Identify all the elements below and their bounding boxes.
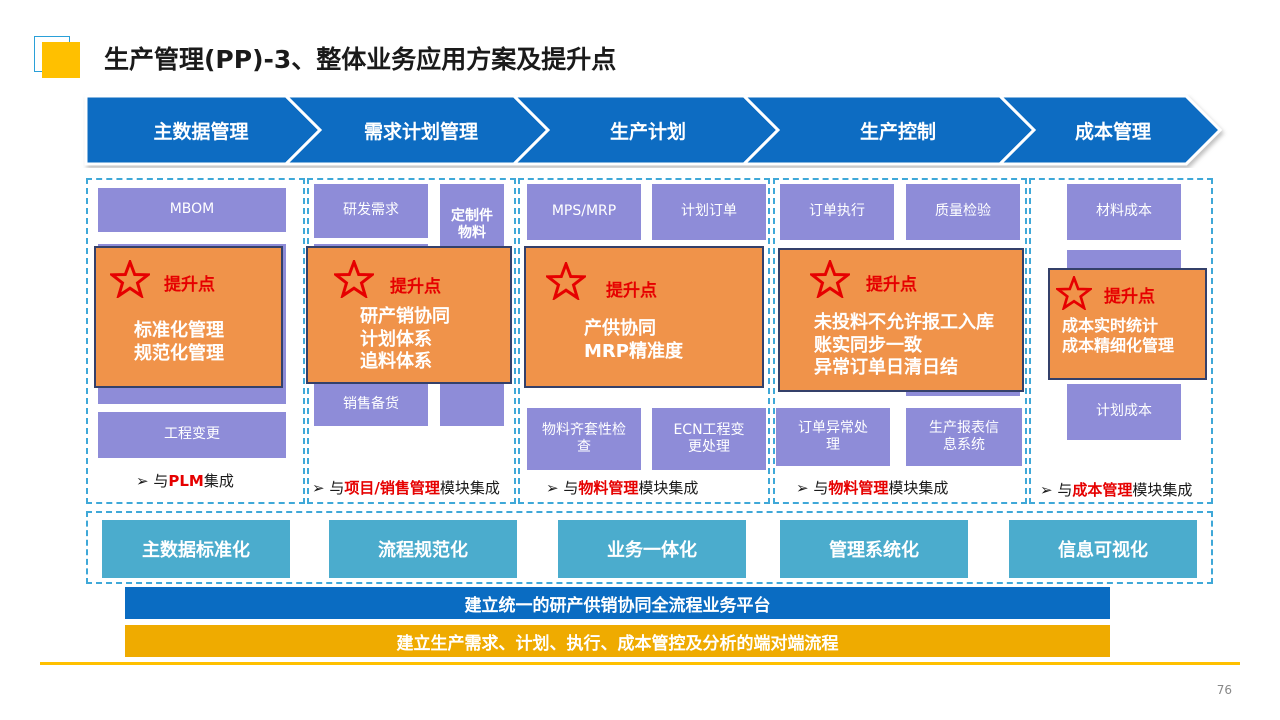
foundation-box-management-systematization: 管理系统化 xyxy=(780,520,968,578)
integration-note-master-data: ➢ 与PLM集成 xyxy=(136,472,234,490)
chevron-shape-5 xyxy=(996,94,1223,166)
process-box-material-kit-check: 物料齐套性检查 xyxy=(527,408,641,470)
bullet-arrow-icon: ➢ xyxy=(796,479,814,497)
star-icon xyxy=(810,260,850,298)
star-icon xyxy=(334,260,374,298)
bullet-arrow-icon: ➢ xyxy=(546,479,564,497)
improvement-lines: 产供协同 MRP精准度 xyxy=(584,318,683,363)
improvement-line: 未投料不允许报工入库 xyxy=(814,312,994,333)
process-box-sales-stock: 销售备货 xyxy=(314,384,428,426)
improvement-lines: 成本实时统计 成本精细化管理 xyxy=(1062,316,1174,356)
star-icon xyxy=(1056,276,1092,310)
column-frame-production-control xyxy=(773,178,1027,504)
page-number: 76 xyxy=(1216,683,1232,697)
highlight-card-production-planning: 提升点 产供协同 MRP精准度 xyxy=(524,246,764,388)
process-box-ecn-change: ECN工程变更处理 xyxy=(652,408,766,470)
integration-note-production-control: ➢ 与物料管理模块集成 xyxy=(796,479,949,497)
highlight-card-demand-planning: 提升点 研产销协同 计划体系 追料体系 xyxy=(306,246,512,384)
improvement-line: 成本精细化管理 xyxy=(1062,336,1175,355)
bullet-arrow-icon: ➢ xyxy=(1040,481,1058,499)
page-title: 生产管理(PP)-3、整体业务应用方案及提升点 xyxy=(104,45,617,74)
foundation-box-process-normalization: 流程规范化 xyxy=(329,520,517,578)
process-box-mps-mrp: MPS/MRP xyxy=(527,184,641,240)
improvement-tag: 提升点 xyxy=(1104,287,1155,307)
improvement-line: 研产销协同 xyxy=(360,306,450,327)
process-box-planned-cost: 计划成本 xyxy=(1067,384,1181,440)
bullet-arrow-icon: ➢ xyxy=(312,479,330,497)
improvement-tag: 提升点 xyxy=(390,277,441,297)
integration-note-production-planning: ➢ 与物料管理模块集成 xyxy=(546,479,699,497)
column-frame-master-data xyxy=(86,178,305,504)
process-box-quality-inspection: 质量检验 xyxy=(906,184,1020,240)
star-icon xyxy=(546,262,586,300)
column-frame-cost-management xyxy=(1029,178,1213,504)
summary-bar-platform: 建立统一的研产供销协同全流程业务平台 xyxy=(125,587,1110,619)
summary-bar-end-to-end: 建立生产需求、计划、执行、成本管控及分析的端对端流程 xyxy=(125,625,1110,657)
process-box-order-execution: 订单执行 xyxy=(780,184,894,240)
improvement-line: MRP精准度 xyxy=(584,340,683,362)
improvement-line: 成本实时统计 xyxy=(1062,316,1159,335)
improvement-line: 规范化管理 xyxy=(134,342,224,364)
foundation-box-business-integration: 业务一体化 xyxy=(558,520,746,578)
improvement-line: 追料体系 xyxy=(360,351,432,372)
integration-note-demand-planning: ➢ 与项目/销售管理模块集成 xyxy=(312,479,500,497)
footer-divider xyxy=(40,662,1240,665)
improvement-tag: 提升点 xyxy=(866,275,917,295)
stage-master-data: 主数据管理 xyxy=(153,120,249,143)
process-box-order-exception: 订单异常处理 xyxy=(776,408,890,466)
process-box-production-report: 生产报表信息系统 xyxy=(906,408,1022,466)
highlight-card-production-control: 提升点 未投料不允许报工入库 账实同步一致 异常订单日清日结 xyxy=(778,248,1024,392)
process-box-rd-demand: 研发需求 xyxy=(314,184,428,238)
improvement-line: 标准化管理 xyxy=(134,320,224,341)
improvement-lines: 未投料不允许报工入库 账实同步一致 异常订单日清日结 xyxy=(814,312,994,380)
highlight-card-cost-management: 提升点 成本实时统计 成本精细化管理 xyxy=(1048,268,1207,380)
foundation-frame xyxy=(86,511,1213,584)
star-icon xyxy=(110,260,150,298)
integration-note-cost-management: ➢ 与成本管理模块集成 xyxy=(1040,481,1193,499)
foundation-box-standardization: 主数据标准化 xyxy=(102,520,290,578)
improvement-lines: 研产销协同 计划体系 追料体系 xyxy=(360,306,450,374)
stage-production-planning: 生产计划 xyxy=(609,120,686,143)
improvement-tag: 提升点 xyxy=(164,275,215,295)
improvement-lines: 标准化管理 规范化管理 xyxy=(134,320,224,365)
process-chevron-bar xyxy=(84,94,1223,166)
title-accent-block xyxy=(42,42,80,78)
process-box-custom-parts: 定制件物料 xyxy=(440,184,504,246)
column-frame-production-planning xyxy=(518,178,770,504)
highlight-card-master-data: 提升点 标准化管理 规范化管理 xyxy=(94,246,283,388)
process-box-planned-order: 计划订单 xyxy=(652,184,766,240)
process-box-engineering-change: 工程变更 xyxy=(98,412,286,458)
improvement-line: 账实同步一致 xyxy=(814,334,922,356)
process-box-mbom: MBOM xyxy=(98,188,286,232)
improvement-line: 异常订单日清日结 xyxy=(814,357,958,378)
bullet-arrow-icon: ➢ xyxy=(136,472,154,490)
stage-cost-management: 成本管理 xyxy=(1074,120,1151,143)
stage-demand-planning: 需求计划管理 xyxy=(363,120,478,143)
process-box-material-cost: 材料成本 xyxy=(1067,184,1181,240)
improvement-line: 计划体系 xyxy=(360,328,432,350)
improvement-line: 产供协同 xyxy=(584,318,656,339)
foundation-box-information-visualization: 信息可视化 xyxy=(1009,520,1197,578)
improvement-tag: 提升点 xyxy=(606,281,657,301)
stage-production-control: 生产控制 xyxy=(859,120,936,143)
